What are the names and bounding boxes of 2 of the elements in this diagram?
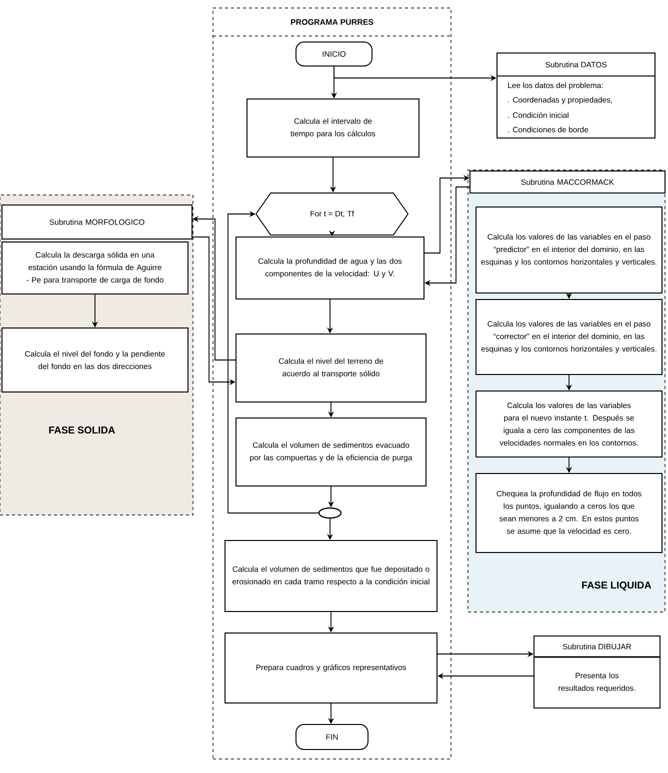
arrow — [228, 210, 319, 514]
connector-oval — [318, 507, 342, 519]
